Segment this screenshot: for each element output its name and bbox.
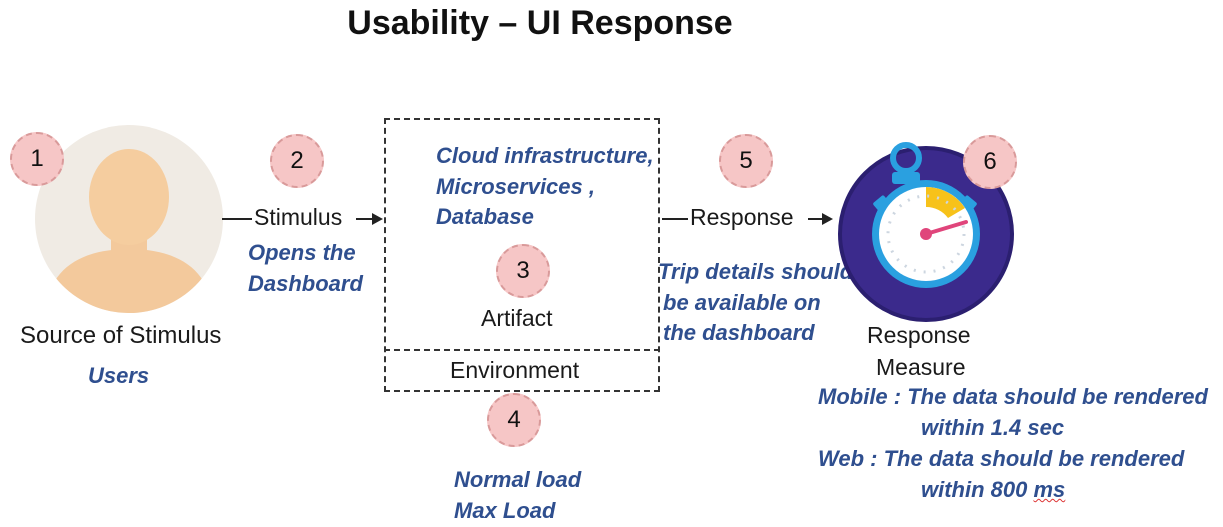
measure-web-2: within 800 ms xyxy=(921,474,1065,505)
response-detail-3: the dashboard xyxy=(663,320,815,345)
badge-1: 1 xyxy=(10,132,64,186)
environment-label: Environment xyxy=(450,357,580,383)
stimulus-arrow-line xyxy=(356,218,374,220)
environment-detail-1: Normal load xyxy=(454,467,582,492)
measure-web-1: Web : The data should be rendered xyxy=(818,446,1185,471)
environment-divider xyxy=(384,349,660,351)
measure-label-1: Response xyxy=(867,322,971,348)
badge-5: 5 xyxy=(719,134,773,188)
stimulus-arrow-tail xyxy=(222,218,252,220)
response-arrow-line xyxy=(808,218,824,220)
artifact-systems-1: Cloud infrastructure, xyxy=(436,143,654,168)
measure-web-2-prefix: within 800 xyxy=(921,477,1034,502)
badge-3: 3 xyxy=(496,244,550,298)
artifact-systems-3: Database xyxy=(436,204,534,229)
stimulus-detail-2: Dashboard xyxy=(248,271,363,296)
person-icon xyxy=(35,125,223,313)
badge-2: 2 xyxy=(270,134,324,188)
response-detail-2: be available on xyxy=(663,290,821,315)
response-label: Response xyxy=(690,204,794,230)
stopwatch-icon xyxy=(838,132,1014,322)
measure-web-2-unit: ms xyxy=(1033,477,1066,502)
response-detail-1: Trip details should xyxy=(658,259,854,284)
stimulus-arrow-head xyxy=(372,213,383,225)
response-arrow-head xyxy=(822,213,833,225)
response-arrow-tail xyxy=(662,218,688,220)
measure-mobile-1: Mobile : The data should be rendered xyxy=(818,384,1208,409)
page-title: Usability – UI Response xyxy=(347,4,733,42)
stimulus-detail-1: Opens the xyxy=(248,240,356,265)
artifact-label: Artifact xyxy=(481,305,553,331)
artifact-box xyxy=(384,118,660,392)
source-detail: Users xyxy=(88,363,150,388)
source-label: Source of Stimulus xyxy=(20,322,222,349)
artifact-systems-2: Microservices , xyxy=(436,174,595,199)
stimulus-label: Stimulus xyxy=(254,204,343,230)
measure-label-2: Measure xyxy=(876,354,966,380)
measure-mobile-2: within 1.4 sec xyxy=(921,415,1065,440)
badge-6: 6 xyxy=(963,135,1017,189)
badge-4: 4 xyxy=(487,393,541,447)
environment-detail-2: Max Load xyxy=(454,498,556,523)
